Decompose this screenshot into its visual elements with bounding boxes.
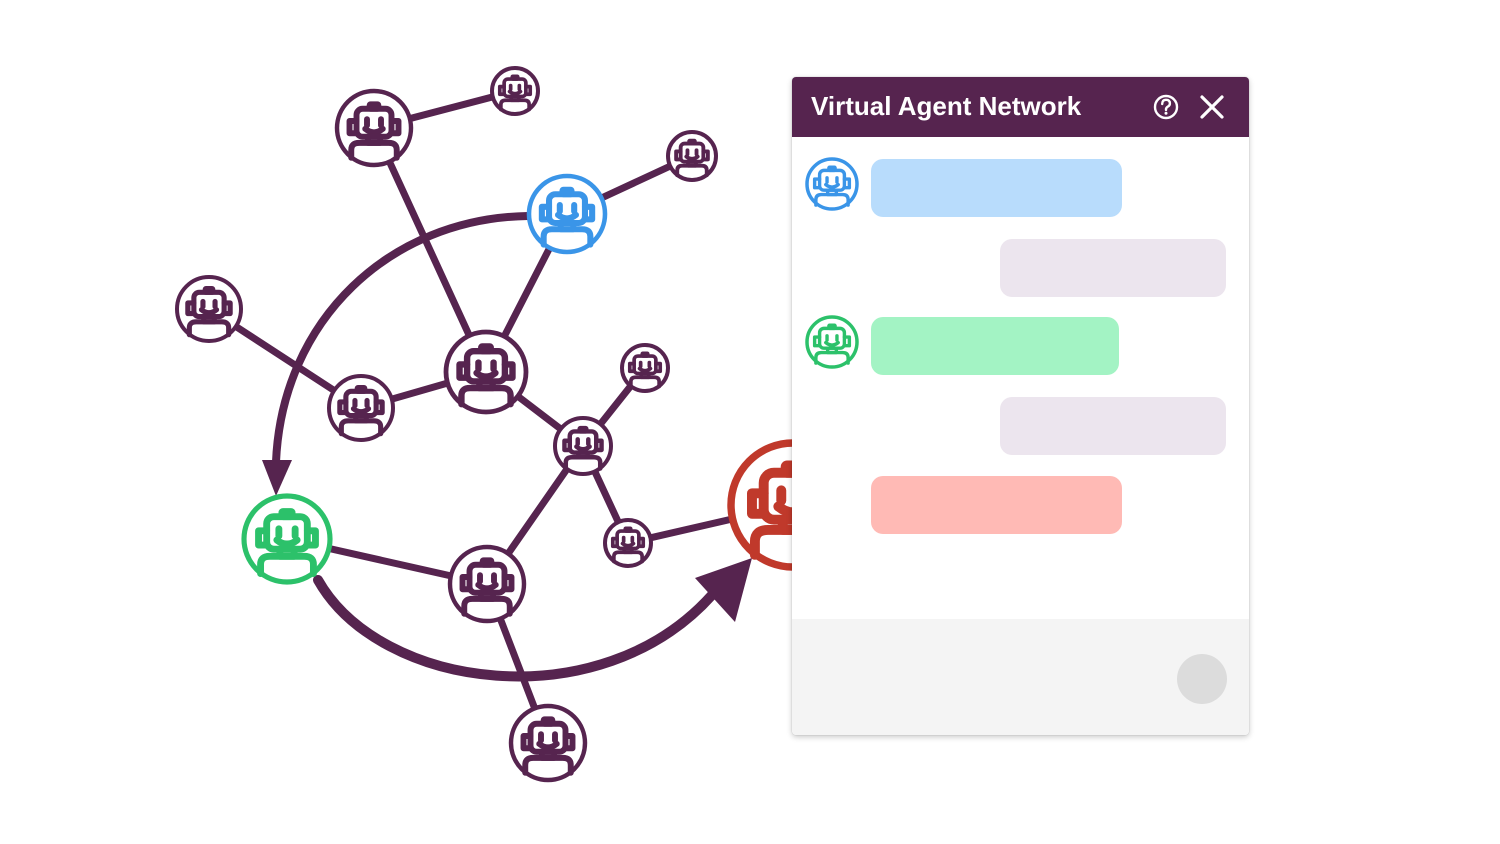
close-icon xyxy=(1200,95,1224,119)
robot-agent-node xyxy=(241,493,333,585)
robot-agent-node xyxy=(603,518,653,568)
flow-arrows xyxy=(262,212,752,682)
blue-agent-message-bubble xyxy=(871,159,1122,217)
question-circle-icon xyxy=(1153,94,1179,120)
chat-title: Virtual Agent Network xyxy=(811,91,1082,121)
robot-agent-node xyxy=(620,343,670,393)
chat-window: Virtual Agent Network xyxy=(792,77,1249,735)
robot-agent-node xyxy=(447,544,527,624)
green-agent-message-bubble xyxy=(871,317,1119,375)
blue-agent-avatar xyxy=(805,157,859,211)
network-edges xyxy=(205,87,797,747)
arrow-head xyxy=(262,460,292,496)
robot-agent-node xyxy=(175,275,243,343)
help-button[interactable] xyxy=(1150,91,1182,123)
arrow-head xyxy=(695,558,752,622)
robot-agent-node xyxy=(327,374,395,442)
robot-agent-node xyxy=(508,703,588,783)
red-agent-message-bubble xyxy=(871,476,1122,534)
send-button[interactable] xyxy=(1177,654,1227,704)
chat-input-area xyxy=(792,619,1249,735)
robot-agent-node xyxy=(443,329,529,415)
robot-agent-node xyxy=(334,88,414,168)
flow-arrow-blue-to-green xyxy=(272,212,532,466)
user-message-bubble xyxy=(1000,397,1226,455)
robot-agent-node xyxy=(553,416,613,476)
flow-arrow-green-to-red xyxy=(313,575,717,682)
robot-agent-node xyxy=(526,173,608,255)
network-edge xyxy=(370,124,490,376)
user-message-bubble xyxy=(1000,239,1226,297)
close-button[interactable] xyxy=(1196,91,1228,123)
chat-header: Virtual Agent Network xyxy=(792,77,1249,137)
robot-agent-node xyxy=(666,130,718,182)
robot-agent-node xyxy=(490,66,540,116)
green-agent-avatar xyxy=(805,315,859,369)
